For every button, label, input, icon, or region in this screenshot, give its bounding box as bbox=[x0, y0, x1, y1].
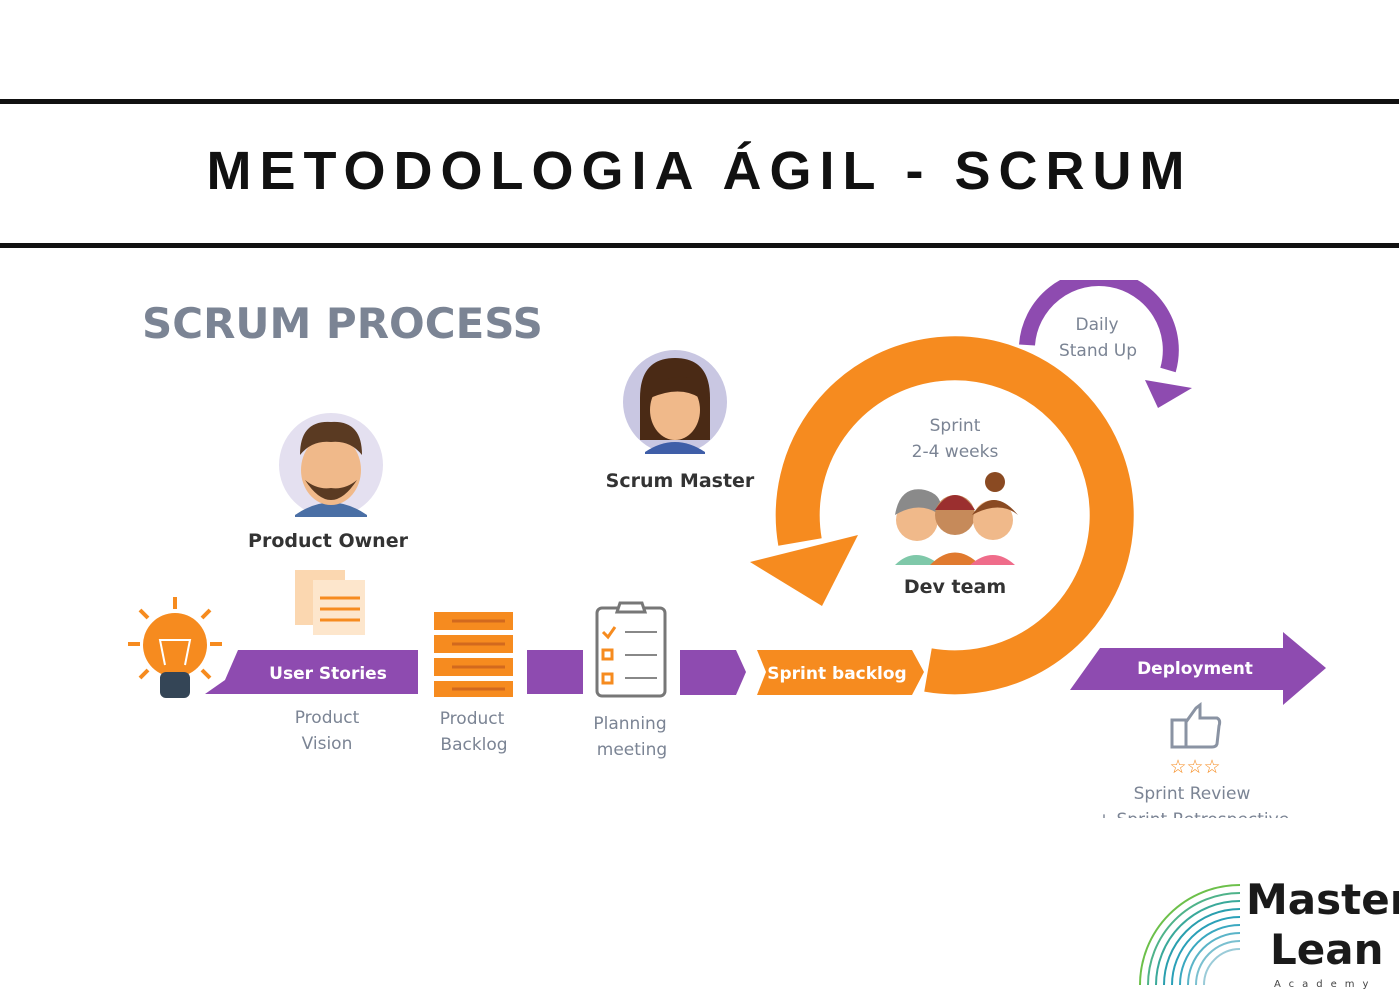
master-lean-logo: Master Lean Academy bbox=[1139, 875, 1399, 989]
product-vision-line1: Product bbox=[295, 708, 360, 728]
dev-team-label: Dev team bbox=[904, 576, 1006, 598]
sprint-label: Sprint bbox=[930, 416, 981, 436]
deployment-label: Deployment bbox=[1137, 659, 1253, 679]
product-backlog-line1: Product bbox=[440, 709, 505, 729]
scrum-master-label: Scrum Master bbox=[606, 470, 755, 492]
product-owner-label: Product Owner bbox=[248, 530, 409, 552]
user-stories-label: User Stories bbox=[269, 664, 387, 684]
diagram-heading: SCRUM PROCESS bbox=[142, 299, 543, 348]
dev-team-icon bbox=[895, 472, 1018, 565]
standup-label: Stand Up bbox=[1059, 341, 1137, 361]
sprint-retrospective-label: + Sprint Retrospective bbox=[1097, 810, 1289, 830]
product-owner-avatar bbox=[279, 413, 383, 517]
product-vision-line2: Vision bbox=[302, 734, 353, 754]
daily-label: Daily bbox=[1075, 315, 1118, 335]
sprint-backlog-label: Sprint backlog bbox=[767, 664, 906, 684]
bottom-divider bbox=[0, 243, 1399, 248]
logo-master: Master bbox=[1246, 875, 1399, 924]
logo-lean: Lean bbox=[1270, 925, 1384, 974]
daily-standup-arrow bbox=[1019, 280, 1179, 373]
user-stories-banner bbox=[205, 650, 418, 694]
sprint-cycle-arrowhead bbox=[750, 535, 858, 606]
rating-stars-icon: ☆☆☆ bbox=[1169, 756, 1220, 778]
lightbulb-icon bbox=[128, 597, 222, 698]
deployment-arrow bbox=[1070, 632, 1326, 705]
sprint-backlog-banner bbox=[757, 650, 924, 695]
scrum-master-avatar bbox=[623, 350, 727, 454]
top-divider bbox=[0, 99, 1399, 104]
sprint-duration: 2-4 weeks bbox=[912, 442, 999, 462]
logo-rings-icon bbox=[1139, 884, 1241, 986]
product-backlog-icon bbox=[434, 612, 513, 697]
planning-line1: Planning bbox=[593, 714, 666, 734]
page-title: METODOLOGIA ÁGIL - SCRUM bbox=[206, 141, 1193, 201]
user-stories-icon bbox=[295, 570, 365, 635]
daily-standup-arrowhead bbox=[1145, 380, 1192, 408]
thumbs-up-icon bbox=[1170, 702, 1222, 749]
logo-academy: Academy bbox=[1274, 979, 1376, 989]
flow-connector bbox=[527, 650, 583, 694]
flow-arrow bbox=[680, 650, 746, 695]
planning-line2: meeting bbox=[597, 740, 667, 760]
sprint-cycle-arrow bbox=[775, 336, 1134, 695]
sprint-review-label: Sprint Review bbox=[1134, 784, 1251, 804]
product-backlog-line2: Backlog bbox=[440, 735, 507, 755]
clipboard-icon bbox=[595, 601, 667, 698]
